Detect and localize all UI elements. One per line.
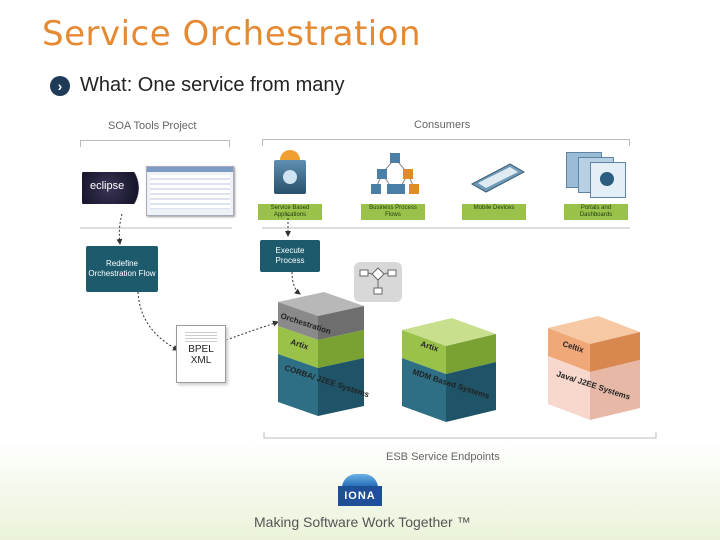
soa-tools-header: SOA Tools Project [108, 120, 197, 132]
mobile-device-icon [470, 163, 526, 193]
xml-label: XML [190, 355, 212, 366]
eclipse-screenshot: eclipse [82, 166, 234, 216]
stack-mdm [402, 318, 496, 422]
bullet-what: › What: One service from many [50, 74, 345, 97]
page-title: Service Orchestration [42, 14, 422, 54]
consumers-bracket [262, 139, 630, 146]
soa-tools-bracket [80, 140, 230, 147]
stack-corba-j2ee [278, 292, 364, 416]
bpel-label: BPEL [188, 344, 214, 355]
consumer-label: Mobile Devices [462, 204, 526, 220]
eclipse-logo: eclipse [90, 180, 125, 192]
iona-logo-text: IONA [338, 486, 382, 506]
process-flow-icon [371, 153, 419, 194]
consumer-label: Business Process Flows [361, 204, 425, 220]
bullet-label: What [80, 74, 127, 96]
execute-process-box: Execute Process [260, 240, 320, 272]
consumer-label: Portals and Dashboards [564, 204, 628, 220]
redefine-orchestration-box: Redefine Orchestration Flow [86, 246, 158, 292]
service-app-icon [272, 150, 308, 196]
consumers-header: Consumers [414, 119, 471, 131]
chevron-right-icon: › [50, 75, 70, 96]
iona-logo: IONA [338, 474, 382, 506]
consumer-label: Service Based Applications [258, 204, 322, 220]
endpoints-header: ESB Service Endpoints [386, 451, 500, 463]
workflow-icon [359, 267, 397, 295]
stack-java-j2ee [548, 316, 640, 420]
process-diagram-thumbnail [354, 262, 402, 302]
bullet-text: : One service from many [126, 74, 345, 96]
document-lines [185, 332, 217, 342]
portal-icon [566, 152, 626, 198]
globe-icon [342, 474, 378, 488]
footer-tagline: Making Software Work Together ™ [254, 514, 471, 530]
bpel-xml-document: BPEL XML [176, 325, 226, 383]
